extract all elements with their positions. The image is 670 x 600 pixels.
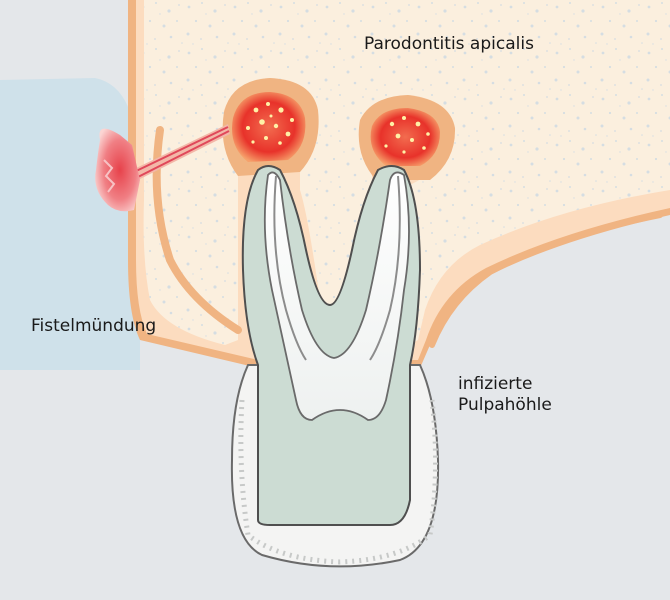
socket-contour-right xyxy=(429,212,663,348)
crown-hatching xyxy=(238,399,439,565)
label-infizierte-pulpahoehle: infizierte Pulpahöhle xyxy=(458,374,552,416)
bone-speckle xyxy=(136,0,670,345)
label-fistelmuendung: Fistelmündung xyxy=(31,316,157,336)
abscess-icon-right xyxy=(370,108,440,166)
label-parodontitis-apicalis: Parodontitis apicalis xyxy=(364,34,534,54)
fistula-opening-edge xyxy=(103,159,116,193)
fistula-tract-icon xyxy=(131,124,230,182)
root-canal-right xyxy=(369,175,401,361)
abscess-icon xyxy=(232,92,306,162)
label-pulpa-line1: infizierte xyxy=(458,374,533,394)
fistula-opening xyxy=(95,128,140,212)
label-pulpa-line2: Pulpahöhle xyxy=(458,395,552,415)
root-canal-left xyxy=(273,175,307,361)
pulp-chamber xyxy=(263,171,410,421)
